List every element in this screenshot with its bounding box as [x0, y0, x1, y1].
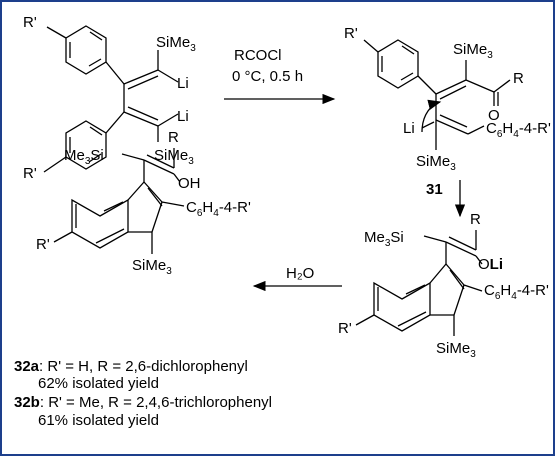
r-label: R — [168, 129, 179, 146]
sime3-label: SiMe3 — [416, 153, 456, 173]
hydroxyl-label: OH — [178, 175, 201, 192]
compound-id: 32a — [14, 358, 40, 375]
carbonyl-oxygen-label: O — [488, 107, 500, 124]
dilithio-diene-structure — [43, 25, 179, 173]
acyl-intermediate-structure — [363, 39, 511, 150]
caption-desc: : R' = H, R = 2,6-dichlorophenyl — [39, 358, 248, 375]
yield-32a: 62% isolated yield — [38, 375, 159, 392]
sime3-label: SiMe3 — [132, 257, 172, 277]
sime3-label: SiMe3 — [453, 41, 493, 61]
me3si-label: Me3Si — [364, 229, 404, 249]
caption-desc: : R' = Me, R = 2,4,6-trichlorophenyl — [39, 394, 272, 411]
r-prime-label: R' — [36, 236, 50, 253]
r-label: R — [470, 211, 481, 228]
caption-32a: 32a: R' = H, R = 2,6-dichlorophenyl — [14, 358, 248, 375]
r-prime-label: R' — [338, 320, 352, 337]
reagent-conditions: 0 °C, 0.5 h — [232, 68, 303, 85]
lithium-label: Li — [177, 75, 189, 92]
lithium-label: Li — [177, 108, 189, 125]
aryl-label: C6H4-4-R' — [186, 199, 251, 219]
reagent-water: H₂O — [286, 265, 314, 282]
olithium-label: OLi — [478, 256, 503, 273]
sime3-label: SiMe3 — [156, 34, 196, 54]
r-prime-label: R' — [344, 25, 358, 42]
lithium-label: Li — [403, 120, 415, 137]
sime3-label: SiMe3 — [436, 340, 476, 360]
r-prime-label: R' — [23, 165, 37, 182]
enolate-structure — [355, 230, 483, 336]
r-label: R — [513, 70, 524, 87]
r-prime-label: R' — [23, 14, 37, 31]
enol-product-structure — [53, 148, 185, 254]
caption-32b: 32b: R' = Me, R = 2,4,6-trichlorophenyl — [14, 394, 272, 411]
yield-32b: 61% isolated yield — [38, 412, 159, 429]
me3si-label: Me3Si — [64, 147, 104, 167]
compound-number-31: 31 — [426, 181, 443, 198]
compound-id: 32b — [14, 394, 40, 411]
aryl-label: C6H4-4-R' — [484, 282, 549, 302]
aryl-label: C6H4-4-R' — [486, 120, 551, 140]
reagent-rcocl: RCOCl — [234, 47, 282, 64]
sime3-label: SiMe3 — [154, 147, 194, 167]
